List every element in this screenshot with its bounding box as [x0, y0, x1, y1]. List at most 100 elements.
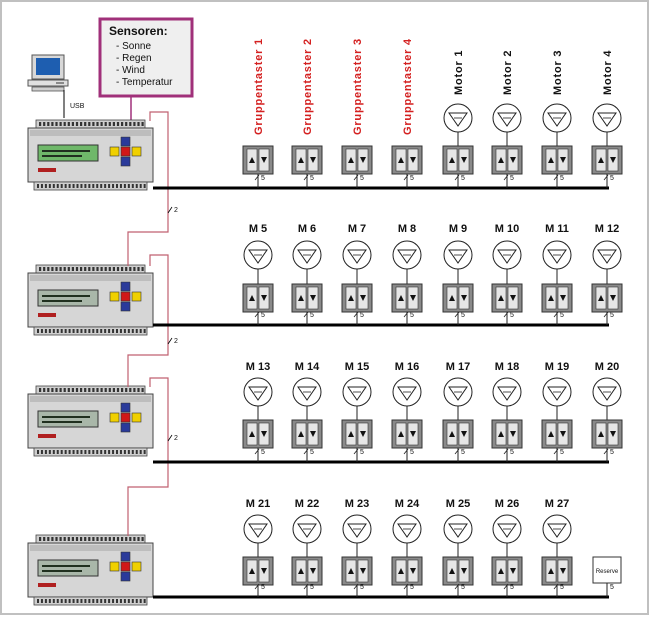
motor-icon [443, 377, 473, 407]
switch-icon [391, 283, 423, 313]
motor-device: M 245 [391, 498, 423, 597]
motor-device: M 7 5 [341, 223, 373, 325]
cable-label: 5 [610, 584, 614, 591]
motor-icon [592, 377, 622, 407]
device-label: Motor 1 [453, 50, 465, 95]
device-label: M 22 [295, 498, 319, 510]
device-label: M 13 [246, 361, 270, 373]
controller-button [120, 146, 131, 157]
device-label: M 24 [395, 498, 420, 510]
motor-icon [492, 377, 522, 407]
controller-button [131, 412, 142, 423]
motor-device: Motor 15 [442, 50, 474, 188]
cable-label: 5 [510, 584, 514, 591]
switch-icon [291, 145, 323, 175]
lcd-display [37, 144, 99, 162]
device-label: Motor 2 [502, 50, 514, 95]
device-label: M 26 [495, 498, 519, 510]
motor-icon [292, 377, 322, 407]
cable-label: 5 [510, 175, 514, 182]
switch-icon [242, 556, 274, 586]
motor-icon [342, 514, 372, 544]
motor-icon [492, 514, 522, 544]
group-button-device: Gruppentaster 15 [242, 38, 274, 188]
device-label: M 17 [446, 361, 470, 373]
motor-device: M 235 [341, 498, 373, 597]
cable-label: 5 [610, 449, 614, 456]
device-label: M 7 [348, 223, 366, 235]
switch-icon [442, 283, 474, 313]
controller-button [109, 412, 120, 423]
controller-button [109, 561, 120, 572]
motor-device: M 155 [341, 361, 373, 462]
device-label: M 11 [545, 223, 569, 235]
motor-device: M 17 5 [442, 361, 474, 462]
switch-icon [391, 419, 423, 449]
device-label: M 6 [298, 223, 316, 235]
switch-icon [341, 419, 373, 449]
switch-icon [291, 556, 323, 586]
motor-device: M 215 [242, 498, 274, 597]
group-button-device: Gruppentaster 45 [391, 38, 423, 188]
device-label: M 23 [345, 498, 369, 510]
switch-icon [491, 283, 523, 313]
motor-icon [542, 514, 572, 544]
controller-unit [27, 385, 154, 457]
cable-label: 5 [510, 449, 514, 456]
switch-icon [442, 556, 474, 586]
sensor-box: Sensoren: - Sonne - Regen - Wind - Tempe… [98, 17, 194, 98]
cable-label: 5 [461, 584, 465, 591]
device-label: M 14 [295, 361, 320, 373]
switch-icon [341, 556, 373, 586]
switch-icon [242, 283, 274, 313]
device-label: M 18 [495, 361, 519, 373]
controller-unit [27, 119, 154, 191]
motor-device: M 145 [291, 361, 323, 462]
cable-label: 5 [261, 312, 265, 319]
motor-icon [443, 240, 473, 270]
lcd-display [37, 410, 99, 428]
device-label: M 12 [595, 223, 619, 235]
motor-device: M 85 [391, 223, 423, 325]
switch-icon [541, 283, 573, 313]
group-button-device: Gruppentaster 25 [291, 38, 323, 188]
motor-device: M 225 [291, 498, 323, 597]
sensor-item: - Wind [116, 65, 145, 76]
device-label: Gruppentaster 4 [402, 38, 414, 135]
cable-label: 5 [360, 312, 364, 319]
motor-icon [592, 240, 622, 270]
switch-icon [242, 145, 274, 175]
switch-icon [491, 145, 523, 175]
controller-button [120, 136, 131, 147]
motor-icon [443, 514, 473, 544]
motor-device: M 105 [491, 223, 523, 325]
device-label: M 20 [595, 361, 619, 373]
controller-button [109, 291, 120, 302]
computer-icon [27, 54, 69, 92]
motor-device: M 65 [291, 223, 323, 325]
motor-icon [443, 103, 473, 133]
controller-button [131, 146, 142, 157]
motor-icon [392, 240, 422, 270]
motor-icon [342, 240, 372, 270]
cable-label: 5 [560, 449, 564, 456]
controller-button [120, 551, 131, 562]
motor-device: M 165 [391, 361, 423, 462]
device-label: Motor 3 [552, 50, 564, 95]
device-label: Motor 4 [602, 50, 614, 95]
motor-icon [243, 240, 273, 270]
bus-cable [127, 377, 169, 536]
controller-button [120, 281, 131, 292]
controller-button [131, 291, 142, 302]
switch-icon [491, 556, 523, 586]
device-label: Gruppentaster 3 [352, 38, 364, 135]
cable-label: 5 [461, 449, 465, 456]
motor-icon [492, 240, 522, 270]
motor-icon [492, 103, 522, 133]
motor-icon [542, 103, 572, 133]
controller-button [120, 291, 131, 302]
device-label: M 27 [545, 498, 569, 510]
